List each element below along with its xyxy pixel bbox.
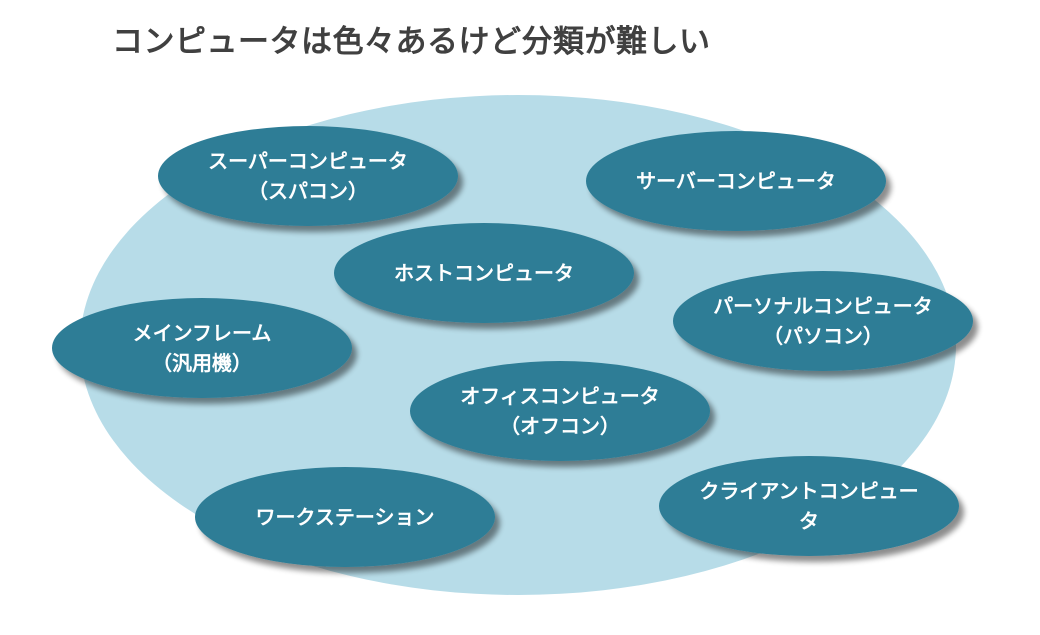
label-workstation: ワークステーション — [255, 505, 435, 529]
bubble-personal-computer — [673, 271, 973, 371]
label-mainframe: メインフレーム （汎用機） — [132, 321, 272, 375]
bubble-group — [52, 126, 973, 567]
label-personal-computer: パーソナルコンピュータ （パソコン） — [713, 294, 933, 348]
slide-title: コンピュータは色々あるけど分類が難しい — [112, 24, 711, 60]
label-server-computer: サーバーコンピュータ — [636, 169, 836, 193]
bubble-workstation — [195, 467, 495, 567]
label-host-computer: ホストコンピュータ — [394, 261, 574, 285]
bubble-mainframe — [52, 298, 352, 398]
label-supercomputer: スーパーコンピュータ （スパコン） — [208, 149, 408, 203]
bubble-client-computer — [659, 456, 959, 556]
label-client-computer: クライアントコンピュー タ — [699, 479, 919, 533]
bubble-server-computer — [586, 131, 886, 231]
bubble-supercomputer — [158, 126, 458, 226]
bubble-host-computer — [334, 223, 634, 323]
bubble-office-computer — [410, 361, 710, 461]
label-office-computer: オフィスコンピュータ （オフコン） — [460, 384, 660, 438]
